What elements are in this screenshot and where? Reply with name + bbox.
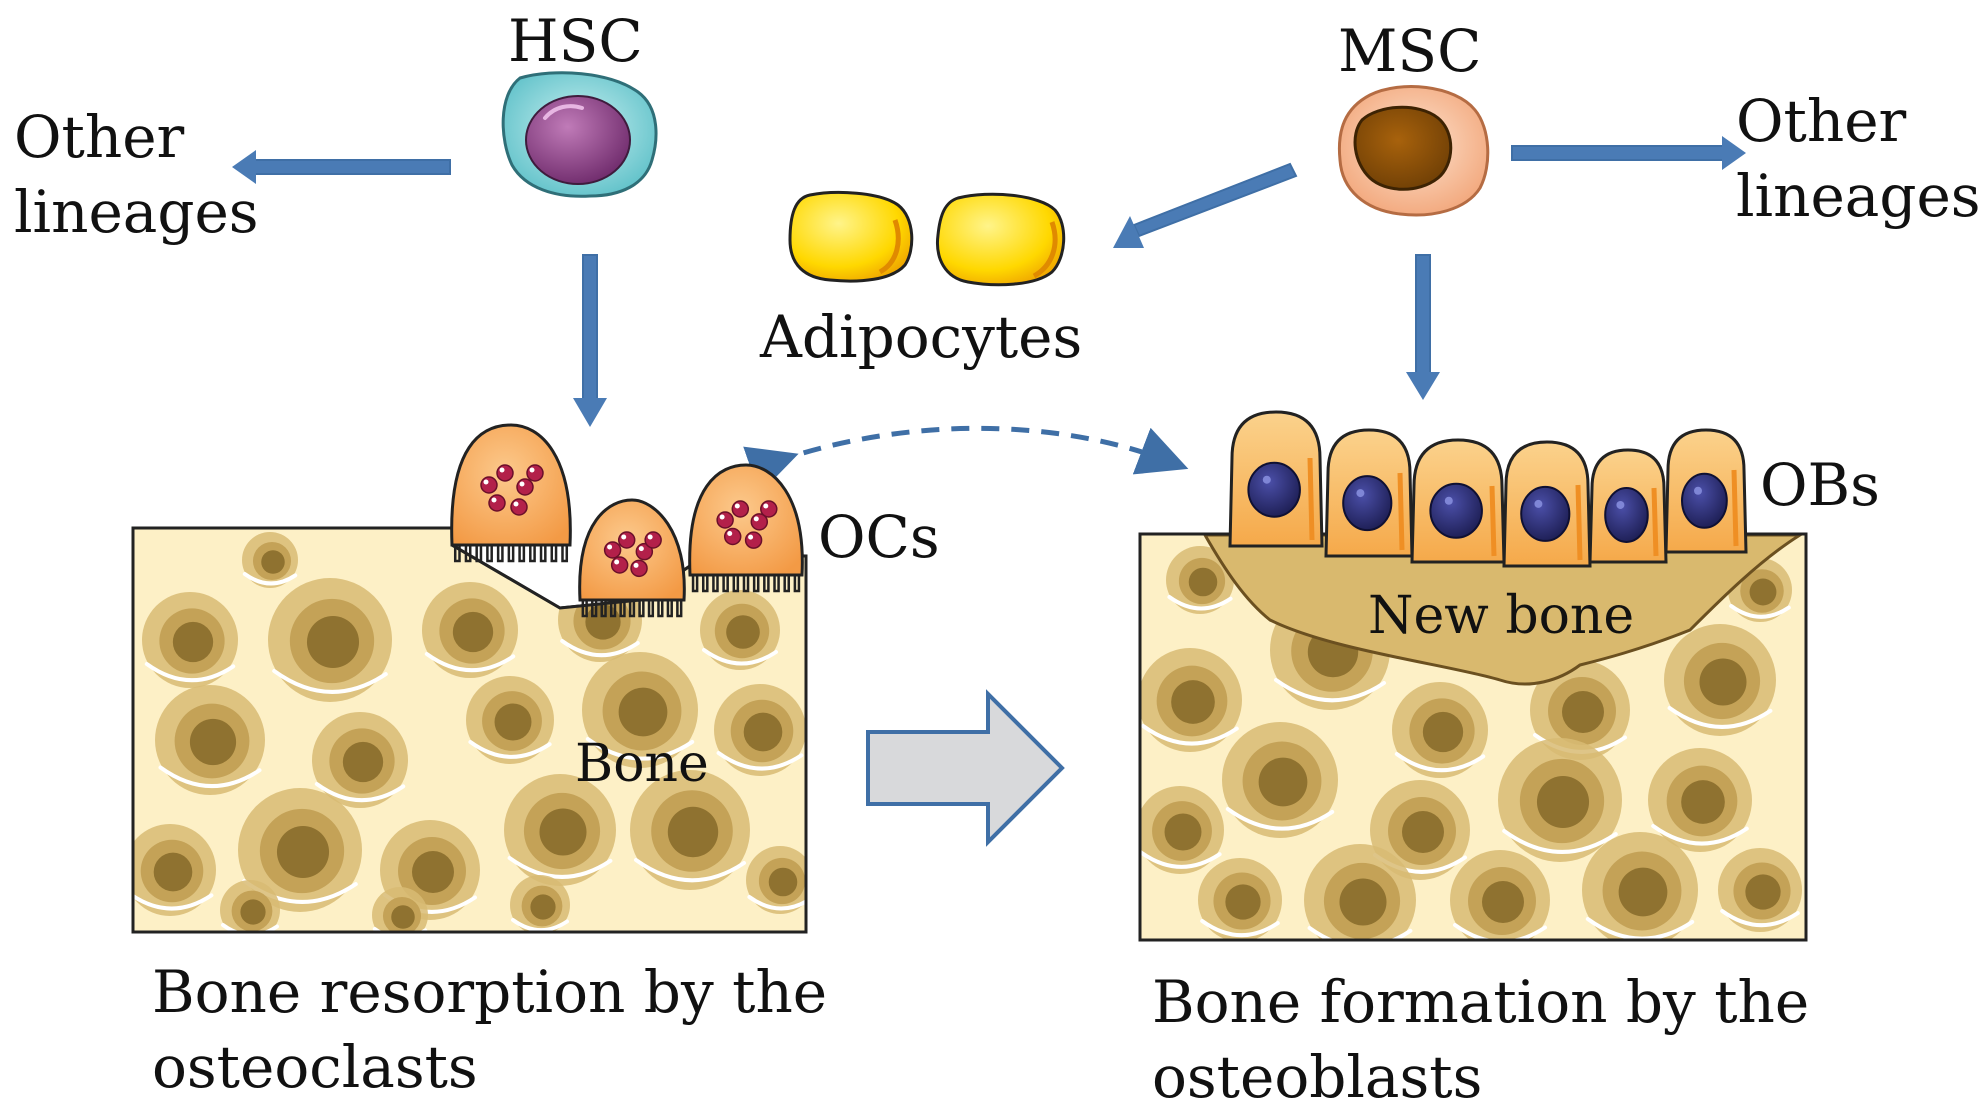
left-bone-pore — [466, 676, 554, 764]
msc-cell-icon — [1337, 85, 1490, 217]
right-bone-pore — [1392, 682, 1488, 778]
bone-formation-caption: Bone formation by the osteoblasts — [1152, 968, 1810, 1112]
right-bone-pore — [1450, 850, 1550, 940]
osteoblast-cell-icon — [1228, 410, 1324, 548]
left-bone-pore — [142, 592, 238, 688]
left-bone-pore — [746, 846, 806, 914]
osteoblast-cell-icon — [1502, 440, 1592, 568]
other-lineages-left-label: Other lineages — [14, 103, 259, 247]
osteoblast-cell-icon — [1664, 428, 1748, 554]
left-bone-pore — [312, 712, 408, 808]
right-bone-pore — [1304, 844, 1416, 940]
left-bone-pore — [700, 590, 780, 670]
dashed-coupling-arrow — [743, 425, 1189, 494]
right-bone-pore — [1370, 780, 1470, 880]
right-bone-pore — [1222, 722, 1338, 838]
left-bone-pore — [582, 652, 698, 768]
right-bone-pore — [1140, 786, 1224, 874]
osteoclast-cell-icon — [688, 463, 804, 593]
right-bone-pore — [1582, 832, 1698, 940]
hsc-label: HSC — [508, 7, 643, 75]
right-bone-pore — [1166, 546, 1234, 614]
right-bone-pore — [1198, 858, 1282, 940]
arrow-hsc-to-osteoclasts — [573, 254, 607, 427]
left-bone-pore — [372, 887, 428, 932]
right-bone-pore — [1664, 624, 1776, 736]
arrow-msc-to-osteoblasts — [1406, 254, 1440, 400]
osteoblast-cell-icon — [1588, 448, 1668, 564]
ocs-label: OCs — [818, 503, 940, 571]
left-bone-pore — [155, 685, 265, 795]
osteoblast-cell-icon — [1324, 428, 1414, 558]
arrow-hsc-to-other-lineages — [232, 150, 451, 184]
adipocyte-left-icon — [788, 190, 914, 283]
right-bone-pore — [1530, 660, 1630, 760]
left-bone-pore — [242, 532, 298, 588]
bone-label: Bone — [575, 734, 709, 794]
bone-block-resorption — [131, 526, 808, 934]
other-lineages-right-label: Other lineages — [1736, 87, 1981, 231]
right-bone-pore — [1498, 738, 1622, 862]
left-bone-pore — [133, 824, 216, 916]
right-bone-pore — [1648, 748, 1752, 852]
osteoclast-cell-icon — [578, 498, 686, 618]
new-bone-region — [1202, 533, 1806, 686]
hsc-cell-icon — [501, 71, 658, 198]
right-bone-pore — [1718, 848, 1802, 932]
left-bone-pore — [630, 770, 750, 890]
adipocytes-label: Adipocytes — [760, 303, 1083, 371]
left-bone-pore — [422, 582, 518, 678]
left-bone-pore — [714, 684, 806, 776]
osteoclast-cell-icon — [450, 423, 572, 563]
bone-resorption-caption: Bone resorption by the osteoclasts — [152, 958, 828, 1102]
left-bone-pore — [268, 578, 392, 702]
adipocyte-right-icon — [935, 192, 1066, 287]
new-bone-label: New bone — [1368, 586, 1635, 646]
left-bone-pore — [220, 880, 280, 932]
obs-label: OBs — [1760, 451, 1880, 519]
osteoblast-cell-icon — [1410, 438, 1506, 564]
right-bone-pore — [1140, 648, 1242, 752]
msc-label: MSC — [1338, 17, 1482, 85]
arrow-msc-to-other-lineages — [1511, 136, 1746, 170]
progression-big-arrow — [866, 689, 1065, 847]
left-bone-pore — [510, 875, 570, 932]
left-bone-pore — [504, 774, 616, 886]
arrow-msc-to-adipocytes — [1113, 162, 1298, 248]
